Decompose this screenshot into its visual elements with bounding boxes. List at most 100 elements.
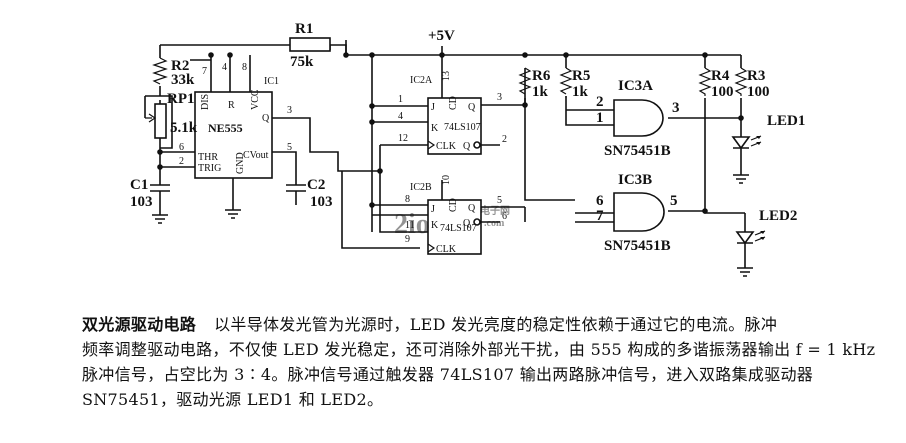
ic3a-pin-in1: 2 [596,94,604,110]
r6-name: R6 [532,68,551,84]
ic2b-pin-q: 5 [497,195,502,206]
ic3a-nand-gate [613,99,664,137]
ic1-trig: TRIG [198,163,221,174]
ic2b-pin-cd: 10 [441,175,452,185]
ic1-vcc: VCC [250,89,261,110]
ic1-pin-r: 4 [222,62,227,73]
resistor-r5 [559,67,573,98]
r2-value: 33k [171,72,195,88]
rp1-value: 5.1k [170,120,198,136]
led2-diode-icon [735,230,766,245]
junction-dots [157,52,744,214]
ic2b-clk: CLK [436,244,457,255]
led1-label: LED1 [767,113,805,129]
ic1-pin-trig: 2 [179,156,184,167]
ic1-q: Q [262,113,270,124]
c2-name: C2 [307,177,325,193]
ic2a-qbar: Q [463,141,471,152]
ic3b-pin-in2: 7 [596,208,604,224]
ic2b-flipflop [427,199,482,255]
c1-name: C1 [130,177,148,193]
ic2a-k: K [431,123,439,134]
ic2b-pin-qbar: 6 [502,211,507,222]
caption-title: 双光源驱动电路 [82,315,197,334]
r1-name: R1 [295,21,313,37]
ic1-pin-cv: 5 [287,142,292,153]
resistor-r4 [698,67,712,96]
ic1-gnd: GND [235,152,246,174]
ic2a-clk: CLK [436,141,457,152]
ic2a-pin-clk: 12 [398,133,408,144]
ic1-pin-thr: 6 [179,142,184,153]
ic3b-pin-out: 5 [670,193,678,209]
c1-value: 103 [130,194,153,210]
ic2a-pin-qbar: 2 [502,134,507,145]
ic3b-part: SN75451B [604,238,671,254]
ic2a-pin-k: 4 [398,111,403,122]
r3-value: 100 [747,84,770,100]
ic3a-part: SN75451B [604,143,671,159]
ic2b-qbar: Q [463,218,471,229]
ic2b-pin-j: 8 [405,194,410,205]
circuit-schematic: +5V R1 75k R2 33k RP1 5.1k C1 103 C2 103… [130,21,805,277]
caption-line-1: 双光源驱动电路以半导体发光管为光源时，LED 发光亮度的稳定性依赖于通过它的电流… [82,312,887,337]
ic1-ne555 [194,91,273,179]
ic2a-cd: CD [448,96,459,110]
ic2b-cd: CD [448,198,459,212]
supply-label: +5V [428,28,455,44]
ic3b-nand-gate [613,192,665,232]
r3-name: R3 [747,68,765,84]
watermark-text-1: 电子网 [480,204,510,217]
ic2a-j: J [431,102,435,113]
r5-name: R5 [572,68,590,84]
watermark-logo: 2io [394,209,430,240]
ic2b-name: IC2B [410,182,432,193]
caption-line-3: 脉冲信号，占空比为 3∶4。脉冲信号通过触发器 74LS107 输出两路脉冲信号… [82,365,814,384]
ic2b-k: K [431,220,439,231]
rp1-name: RP1 [167,91,195,107]
ic1-pin-dis: 7 [202,66,207,77]
caption-paragraph: 双光源驱动电路以半导体发光管为光源时，LED 发光亮度的稳定性依赖于通过它的电流… [82,312,887,412]
resistor-r6 [518,67,532,95]
ic2b-pin-clk: 9 [405,234,410,245]
caption-line-2: 频率调整驱动电路，不仅使 LED 发光稳定，还可消除外部光干扰，由 555 构成… [82,340,876,359]
resistor-r2 [152,57,168,85]
r1-value: 75k [290,54,314,70]
ic1-r: R [228,100,235,111]
ic2a-flipflop [427,97,482,155]
caption-line-4: SN75451，驱动光源 LED1 和 LED2。 [82,390,384,409]
c2-value: 103 [310,194,333,210]
ic2b-q: Q [468,203,476,214]
ic1-part: NE555 [208,121,243,135]
caption-text-1: 以半导体发光管为光源时，LED 发光亮度的稳定性依赖于通过它的电流。脉冲 [214,315,778,334]
ic2a-name: IC2A [410,75,433,86]
resistor-r1 [289,37,331,52]
ic3b-name: IC3B [618,172,652,188]
ic2a-pin-j: 1 [398,94,403,105]
ic3a-pin-in2: 1 [596,110,604,126]
led2-label: LED2 [759,208,797,224]
resistor-r3 [734,67,748,96]
ic1-name: IC1 [264,76,279,87]
ic2a-part: 74LS107 [444,122,481,133]
led1-diode-icon [731,135,762,154]
ic3b-pin-in1: 6 [596,193,604,209]
potentiometer-rp1 [145,103,167,139]
r2-name: R2 [171,58,189,74]
watermark-text-2: .com [484,218,505,229]
ic3a-pin-out: 3 [672,100,680,116]
ic2b-j: J [431,204,435,215]
ic1-pin-q: 3 [287,105,292,116]
r4-value: 100 [711,84,734,100]
ic3a-name: IC3A [618,78,653,94]
r4-name: R4 [711,68,730,84]
ic2a-pin-q: 3 [497,92,502,103]
ic1-cv: CVout [243,150,269,161]
ic1-pin-vcc: 8 [242,62,247,73]
ic2a-pin-cd: 13 [441,71,452,81]
ic2a-q: Q [468,102,476,113]
ic2b-pin-k: 11 [405,220,415,231]
r6-value: 1k [532,84,549,100]
r5-value: 1k [572,84,589,100]
ic1-thr: THR [198,152,218,163]
